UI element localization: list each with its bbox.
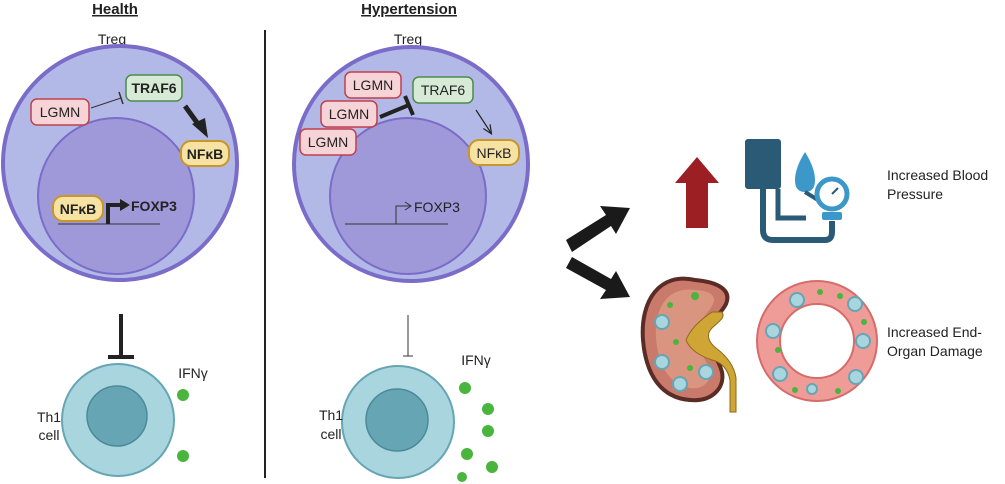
health-treg-label: Treg [98, 31, 126, 47]
health-traf6-arrow [182, 104, 208, 138]
outcome-arrow-down [566, 257, 630, 299]
hypertension-ifn-label: IFNγ [461, 352, 491, 368]
health-nfkb-nuc: NFκB [52, 195, 104, 222]
svg-text:LGMN: LGMN [329, 106, 369, 122]
hypertension-th1-label: Th1 [319, 407, 343, 423]
hypertension-traf6-box: TRAF6 [412, 76, 474, 104]
hypertension-foxp3-gene: FOXP3 [345, 199, 460, 225]
hypertension-treg-nucleus [329, 117, 487, 275]
svg-text:NFκB: NFκB [60, 201, 97, 217]
health-lgmn-inhibition [90, 91, 124, 109]
organ-damage-label-line2: Organ Damage [887, 343, 983, 359]
hypertension-treg-label: Treg [394, 31, 422, 47]
kidney-icon [640, 276, 737, 413]
health-th1-cell [61, 363, 175, 477]
svg-text:LGMN: LGMN [308, 134, 348, 150]
svg-text:NFκB: NFκB [477, 145, 512, 161]
health-foxp3-gene: FOXP3 [58, 198, 177, 225]
hypertension-ifn-dot [482, 425, 494, 437]
health-nfkb-cyto: NFκB [180, 140, 230, 167]
svg-text:NFκB: NFκB [187, 146, 224, 162]
hypertension-nfkb-cyto: NFκB [468, 139, 520, 166]
health-treg-nucleus [37, 117, 195, 275]
health-header: Health [92, 1, 138, 18]
health-ifn-dot [177, 450, 189, 462]
svg-text:FOXP3: FOXP3 [131, 198, 177, 214]
health-traf6-box: TRAF6 [125, 74, 183, 102]
bp-label-line1: Increased Blood [887, 167, 988, 183]
outcome-arrow-up [566, 206, 630, 252]
hypertension-ifn-dot [459, 382, 471, 394]
hypertension-lgmn-inhibition [379, 95, 415, 119]
svg-text:TRAF6: TRAF6 [131, 80, 176, 96]
hypertension-treg-th1-inhibition [403, 315, 413, 357]
hypertension-ifn-dot [482, 403, 494, 415]
blood-pressure-cuff-icon [745, 139, 850, 243]
organ-damage-label-line1: Increased End- [887, 324, 982, 340]
hypertension-th1-nucleus [365, 388, 429, 452]
hypertension-lgmn-box-2: LGMN [320, 100, 378, 128]
hypertension-ifn-dot [486, 461, 498, 473]
hypertension-ifn-dot [461, 448, 473, 460]
hypertension-header: Hypertension [361, 1, 457, 18]
svg-text:LGMN: LGMN [353, 77, 393, 93]
bp-label-line2: Pressure [887, 186, 943, 202]
svg-text:TRAF6: TRAF6 [421, 82, 466, 98]
health-th1-nucleus [86, 385, 148, 447]
red-up-arrow-icon [675, 157, 719, 228]
hypertension-lgmn-box-3: LGMN [299, 128, 357, 156]
health-th1-label-2: cell [38, 427, 59, 443]
svg-text:FOXP3: FOXP3 [414, 199, 460, 215]
health-lgmn-box: LGMN [30, 98, 90, 126]
health-treg-th1-inhibition [108, 314, 134, 359]
health-th1-label: Th1 [37, 409, 61, 425]
hypertension-ifn-dot [457, 472, 467, 482]
health-ifn-dot [177, 389, 189, 401]
blood-vessel-icon [756, 280, 878, 402]
hypertension-th1-label-2: cell [320, 426, 341, 442]
svg-text:LGMN: LGMN [40, 104, 80, 120]
hypertension-lgmn-box-1: LGMN [344, 71, 402, 99]
hypertension-th1-cell [341, 365, 455, 479]
health-ifn-label: IFNγ [178, 365, 208, 381]
hypertension-traf6-arrow [475, 109, 491, 133]
